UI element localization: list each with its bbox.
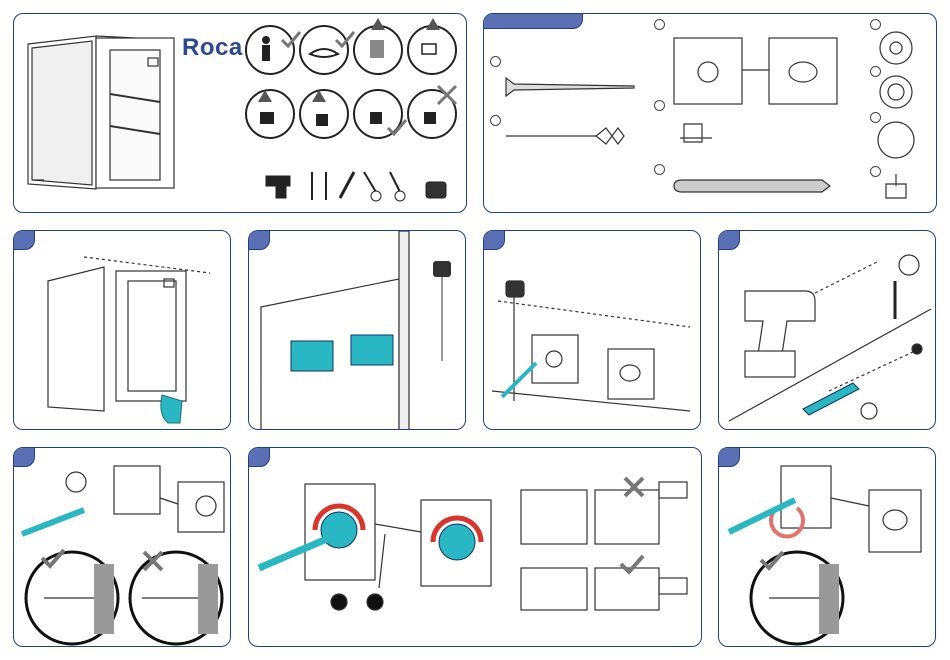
step-7-panel [718,447,936,647]
step-2-panel [248,230,466,430]
step-1-panel [13,230,231,430]
adjuster-icon [886,174,906,198]
cap-icon [878,122,914,158]
shelf-support-icon [680,124,712,142]
wall-brackets-icon [674,38,742,104]
wall-brackets-icon [114,466,160,514]
step-4-panel [718,230,936,430]
step-6-panel [248,447,702,647]
tape-measure-icon [506,281,524,297]
step-3-panel [483,230,701,430]
wall-plug-icon [506,128,624,144]
roca-logo: Roca [182,34,243,62]
step-5-panel [13,447,231,647]
wall-brackets-icon [781,466,831,528]
wall-brackets-icon [532,335,578,383]
washer-icon [880,32,912,64]
wall-plug-icon [803,383,859,415]
pencil-icon [502,363,536,397]
screwdriver-icon [22,510,84,534]
tape-measure-icon [433,261,451,277]
parts-panel [483,13,937,213]
eyes-icon [331,594,347,610]
open-cabinet-icon [48,267,104,411]
long-screw-icon [506,78,634,96]
overview-panel: Roca [13,13,467,213]
long-bolt-icon [674,180,830,192]
